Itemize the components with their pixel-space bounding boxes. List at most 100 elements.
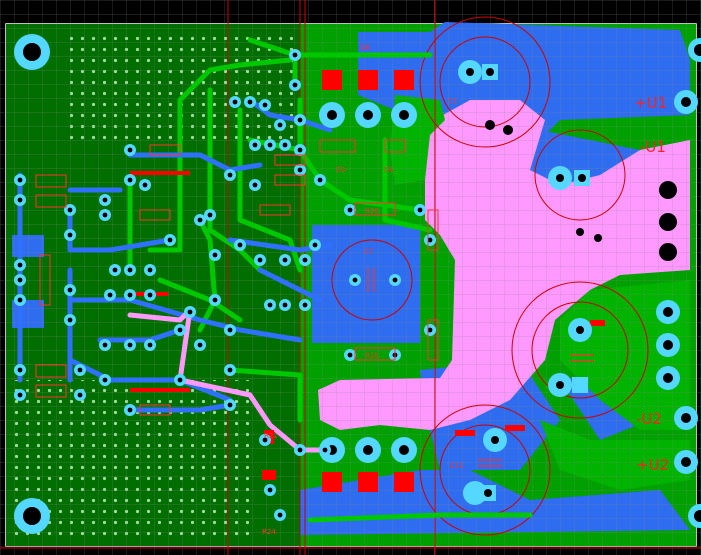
terminal-label-plus-u1: +U1 bbox=[634, 94, 667, 112]
via-hole bbox=[77, 367, 83, 373]
via-hole bbox=[187, 309, 193, 315]
designators: D6 C7 D2 D1 R16 R15 C1 C11 R22 R24 bbox=[262, 44, 464, 536]
via-hole bbox=[347, 352, 353, 358]
via-hole bbox=[227, 172, 233, 178]
via-hole bbox=[297, 117, 303, 123]
vias bbox=[14, 49, 436, 521]
via-hole bbox=[207, 212, 213, 218]
designator-d6: D6 bbox=[360, 44, 370, 52]
via-hole bbox=[127, 292, 133, 298]
via-hole bbox=[127, 267, 133, 273]
via-hole bbox=[417, 207, 423, 213]
via-hole bbox=[167, 237, 173, 243]
via-hole bbox=[257, 257, 263, 263]
via-hole bbox=[67, 207, 73, 213]
via-hole bbox=[102, 212, 108, 218]
via-hole bbox=[322, 447, 328, 453]
via-hole bbox=[312, 242, 318, 248]
via-hole bbox=[237, 242, 243, 248]
via-hole bbox=[347, 207, 353, 213]
via-hole bbox=[67, 232, 73, 238]
via-hole bbox=[297, 147, 303, 153]
via-hole bbox=[127, 342, 133, 348]
via-hole bbox=[142, 182, 148, 188]
terminal-label-plus-u2: +U2 bbox=[636, 456, 669, 474]
via-hole bbox=[302, 302, 308, 308]
via-hole bbox=[267, 487, 273, 493]
via-hole bbox=[102, 377, 108, 383]
designator-c7: C7 bbox=[364, 248, 373, 256]
via-hole bbox=[17, 392, 23, 398]
via-hole bbox=[67, 317, 73, 323]
via-hole bbox=[277, 512, 283, 518]
via-hole bbox=[392, 277, 398, 283]
via-hole bbox=[267, 302, 273, 308]
via-hole bbox=[297, 167, 303, 173]
terminal-label-minus-u2: -U2 bbox=[636, 410, 662, 428]
via-hole bbox=[17, 367, 23, 373]
via-hole bbox=[102, 197, 108, 203]
designator-r22: R22 bbox=[264, 432, 278, 440]
via-hole bbox=[17, 197, 23, 203]
via-hole bbox=[112, 267, 118, 273]
via-hole bbox=[297, 447, 303, 453]
via-hole bbox=[17, 277, 23, 283]
via-hole bbox=[127, 177, 133, 183]
via-hole bbox=[67, 287, 73, 293]
designator-d2: D2 bbox=[336, 166, 346, 174]
capacitor-symbols bbox=[367, 268, 594, 467]
via-hole bbox=[292, 82, 298, 88]
designator-r24: R24 bbox=[262, 528, 276, 536]
via-hole bbox=[262, 102, 268, 108]
terminal-label-minus-u1: -U1 bbox=[640, 138, 666, 156]
via-hole bbox=[252, 142, 258, 148]
via-hole bbox=[147, 267, 153, 273]
via-hole bbox=[107, 292, 113, 298]
via-hole bbox=[147, 342, 153, 348]
designator-r15: R15 bbox=[365, 352, 379, 360]
via-hole bbox=[317, 177, 323, 183]
via-hole bbox=[127, 407, 133, 413]
via-hole bbox=[127, 147, 133, 153]
via-hole bbox=[262, 437, 268, 443]
via-hole bbox=[17, 297, 23, 303]
via-hole bbox=[282, 257, 288, 263]
via-hole bbox=[252, 182, 258, 188]
via-hole bbox=[282, 142, 288, 148]
via-hole bbox=[227, 327, 233, 333]
via-hole bbox=[302, 257, 308, 263]
designator-c1: C1 bbox=[448, 97, 457, 105]
via-hole bbox=[197, 342, 203, 348]
via-hole bbox=[352, 277, 358, 283]
designator-c11: C11 bbox=[450, 462, 464, 470]
via-hole bbox=[77, 392, 83, 398]
via-hole bbox=[227, 367, 233, 373]
via-hole bbox=[247, 99, 253, 105]
via-hole bbox=[212, 297, 218, 303]
via-hole bbox=[177, 377, 183, 383]
via-hole bbox=[282, 302, 288, 308]
via-hole bbox=[147, 292, 153, 298]
via-hole bbox=[267, 142, 273, 148]
large-pads bbox=[319, 60, 698, 505]
component-outlines bbox=[35, 139, 439, 416]
mounting-holes bbox=[14, 34, 701, 534]
via-hole bbox=[17, 262, 23, 268]
pink-trace bbox=[127, 307, 328, 453]
via-hole bbox=[232, 99, 238, 105]
designator-r16: R16 bbox=[365, 207, 379, 215]
via-hole bbox=[212, 252, 218, 258]
blue-traces bbox=[17, 97, 333, 413]
via-hole bbox=[197, 217, 203, 223]
via-hole bbox=[17, 177, 23, 183]
via-hole bbox=[292, 52, 298, 58]
via-hole bbox=[277, 122, 283, 128]
via-hole bbox=[427, 327, 433, 333]
via-hole bbox=[177, 327, 183, 333]
via-hole bbox=[427, 237, 433, 243]
designator-d1: D1 bbox=[384, 166, 394, 174]
via-hole bbox=[227, 402, 233, 408]
via-hole bbox=[102, 342, 108, 348]
